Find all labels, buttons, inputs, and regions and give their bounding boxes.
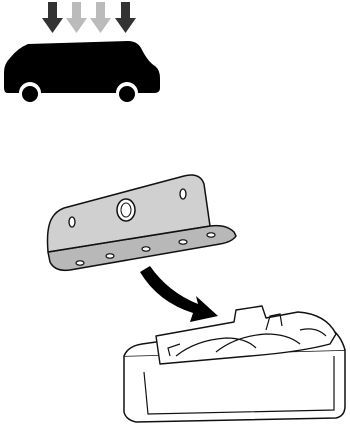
force-arrows — [42, 2, 136, 33]
down-arrow-icon — [115, 2, 136, 33]
down-arrow-icon — [90, 2, 111, 33]
down-arrow-icon — [42, 2, 63, 33]
mounting-base-icon — [124, 306, 345, 422]
van-silhouette-icon — [4, 41, 160, 102]
down-arrow-icon — [66, 2, 87, 33]
curved-arrow-icon — [140, 266, 218, 322]
mounting-bracket-icon — [48, 175, 237, 270]
